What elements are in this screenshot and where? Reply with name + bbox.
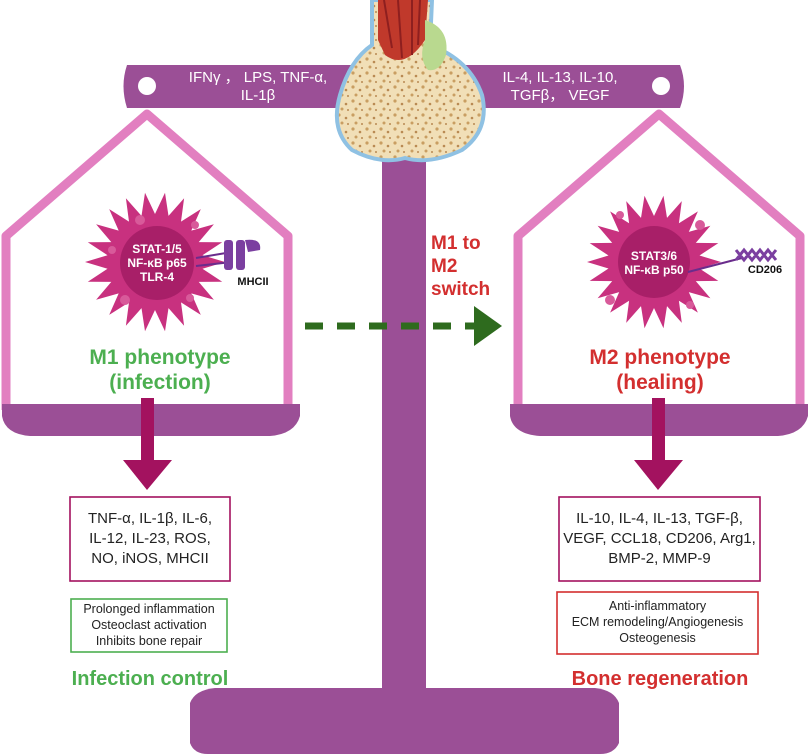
m2-effects-box	[556, 591, 759, 655]
scale-stand	[190, 150, 619, 754]
scale-beam	[123, 65, 684, 108]
m1-down-arrow	[123, 398, 172, 490]
bone-icon	[335, 0, 486, 163]
m2-secreted-factors: IL-10, IL-4, IL-13, TGF-β,VEGF, CCL18, C…	[563, 510, 756, 567]
m2-outcome: Bone regeneration	[571, 668, 749, 690]
m1-effects-box	[70, 598, 228, 653]
cd206-receptor-icon	[687, 247, 778, 273]
mhcii-label: MHCII	[237, 276, 269, 288]
m1-phenotype-title: M1 phenotype(infection)	[89, 346, 231, 394]
m1-outcome: Infection control	[71, 668, 229, 690]
left-cytokine-label: IFNγ ， LPS, TNF-α,IL-1β	[188, 69, 328, 104]
switch-arrow	[305, 306, 502, 346]
m1-secreted-box	[69, 496, 231, 582]
m2-macrophage-icon	[587, 195, 721, 329]
m2-secreted-box	[558, 496, 761, 582]
mhcii-receptor-icon	[195, 239, 261, 270]
m1-secreted-factors: TNF-α, IL-1β, IL-6,IL-12, IL-23, ROS,NO,…	[88, 510, 212, 567]
m2-down-arrow	[634, 398, 683, 490]
right-cytokine-label: IL-4, IL-13, IL-10,TGFβ， VEGF	[502, 69, 618, 104]
m1-macrophage-icon	[85, 192, 225, 332]
cd206-label: CD206	[747, 264, 783, 276]
m2-phenotype-title: M2 phenotype(healing)	[589, 346, 731, 394]
